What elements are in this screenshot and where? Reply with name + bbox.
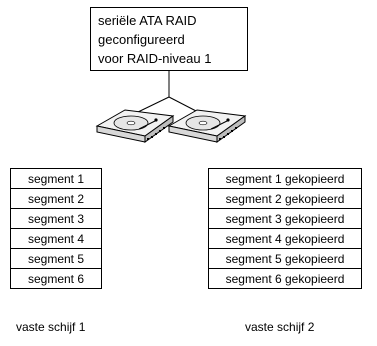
segment-cell: segment 5: [10, 248, 102, 269]
raid-controller-box: seriële ATA RAID geconfigureerd voor RAI…: [90, 7, 248, 71]
segment-copy-cell: segment 2 gekopieerd: [208, 188, 362, 209]
hard-drive-2-icon: [167, 109, 247, 143]
disk-1-caption: vaste schijf 1: [16, 320, 86, 334]
table-row: segment 4 gekopieerd: [208, 228, 362, 249]
segment-cell: segment 6: [10, 268, 102, 289]
segment-cell: segment 1: [10, 168, 102, 189]
disk-2-caption: vaste schijf 2: [245, 320, 315, 334]
table-row: segment 6: [10, 268, 102, 289]
disk-2-segment-table: segment 1 gekopieerd segment 2 gekopieer…: [208, 168, 362, 289]
hard-drive-1-icon: [95, 109, 175, 143]
table-row: segment 5 gekopieerd: [208, 248, 362, 269]
segment-copy-cell: segment 6 gekopieerd: [208, 268, 362, 289]
table-row: segment 1: [10, 168, 102, 189]
controller-line-1: seriële ATA RAID: [98, 13, 197, 28]
segment-copy-cell: segment 5 gekopieerd: [208, 248, 362, 269]
controller-line-2: geconfigureerd: [98, 32, 185, 47]
segment-copy-cell: segment 1 gekopieerd: [208, 168, 362, 189]
table-row: segment 3: [10, 208, 102, 229]
segment-cell: segment 4: [10, 228, 102, 249]
segment-copy-cell: segment 3 gekopieerd: [208, 208, 362, 229]
controller-line-3: voor RAID-niveau 1: [98, 51, 212, 66]
disk-1-segment-table: segment 1 segment 2 segment 3 segment 4 …: [10, 168, 102, 289]
segment-copy-cell: segment 4 gekopieerd: [208, 228, 362, 249]
table-row: segment 3 gekopieerd: [208, 208, 362, 229]
connector-lines: [137, 71, 199, 113]
table-row: segment 6 gekopieerd: [208, 268, 362, 289]
table-row: segment 1 gekopieerd: [208, 168, 362, 189]
table-row: segment 4: [10, 228, 102, 249]
segment-cell: segment 3: [10, 208, 102, 229]
segment-cell: segment 2: [10, 188, 102, 209]
table-row: segment 2: [10, 188, 102, 209]
table-row: segment 2 gekopieerd: [208, 188, 362, 209]
table-row: segment 5: [10, 248, 102, 269]
